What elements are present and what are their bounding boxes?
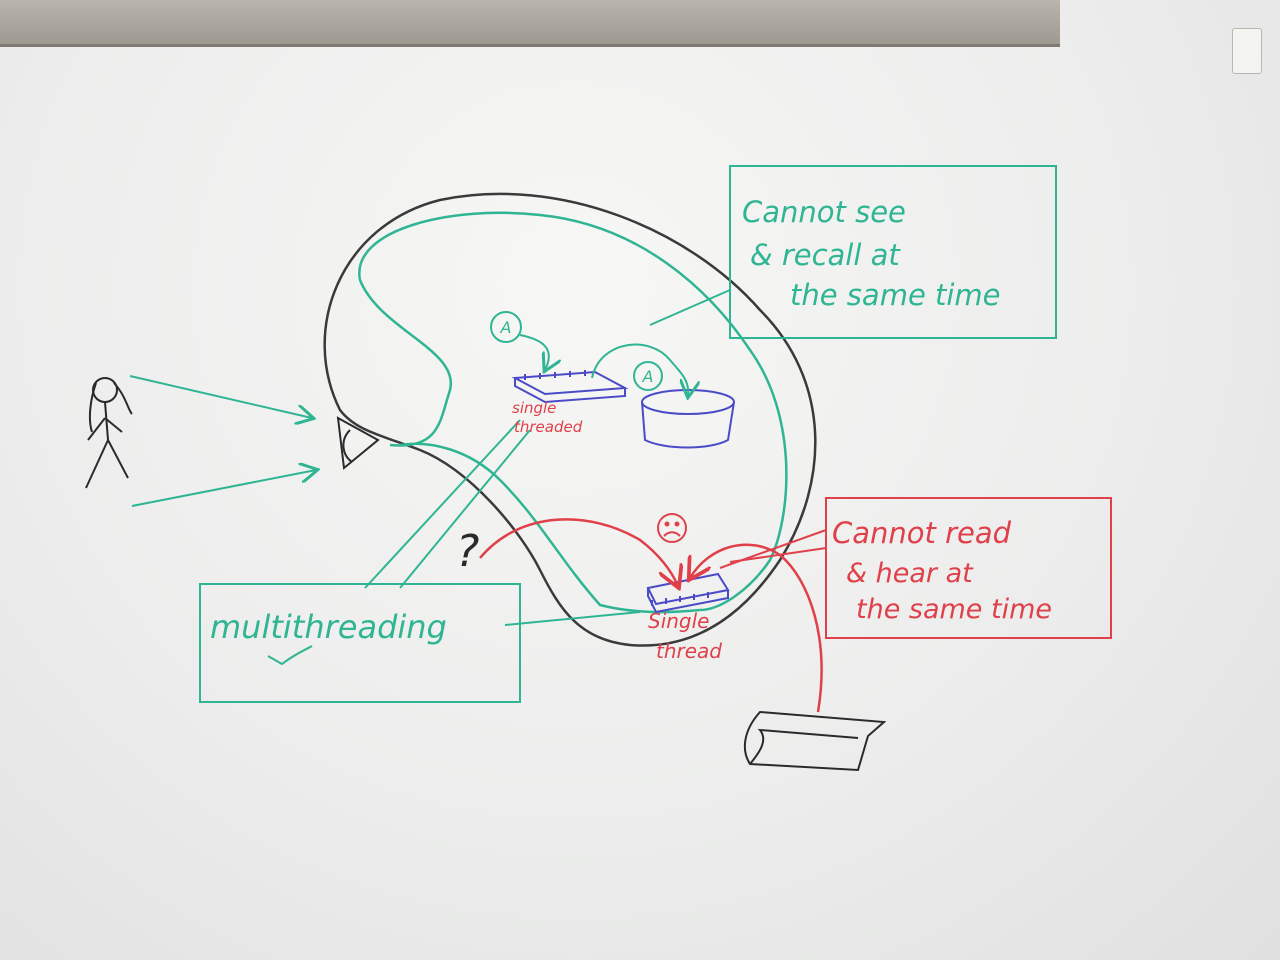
marker-a-label-1: A xyxy=(500,318,512,337)
marker-a-circle-2: A xyxy=(633,361,663,391)
processor-top xyxy=(511,370,629,404)
note-green-line-1: Cannot see xyxy=(742,195,906,229)
note-box-green xyxy=(729,165,1057,339)
note-red-line-2: & hear at xyxy=(846,558,974,589)
marker-tray xyxy=(0,0,1060,47)
green-thought-loop xyxy=(358,211,788,614)
note-green-line-3: the same time xyxy=(790,278,1001,312)
wall-socket xyxy=(1232,28,1262,74)
check-mark-icon xyxy=(267,645,313,666)
single-threaded-line-1: single xyxy=(512,399,556,417)
note-red-line-3: the same time xyxy=(856,594,1052,625)
marker-a-label-2: A xyxy=(642,367,654,386)
multithreading-box xyxy=(199,583,521,703)
note-red-line-1: Cannot read xyxy=(832,516,1012,550)
sad-face-icon xyxy=(657,513,687,543)
head-outline xyxy=(323,192,817,647)
memory-bucket xyxy=(641,389,735,449)
single-threaded-line-2: threaded xyxy=(514,418,583,436)
marker-a-circle-1: A xyxy=(490,311,522,343)
ear-question-mark: ? xyxy=(456,526,479,577)
eye-icon xyxy=(336,416,380,470)
note-box-red xyxy=(825,497,1112,639)
single-thread-line-1: Single xyxy=(648,609,709,633)
note-green-line-2: & recall at xyxy=(750,238,901,272)
single-thread-line-2: thread xyxy=(656,639,722,663)
person-figure xyxy=(85,377,133,489)
book-icon xyxy=(743,710,887,772)
multithreading-label: multithreading xyxy=(210,608,447,646)
